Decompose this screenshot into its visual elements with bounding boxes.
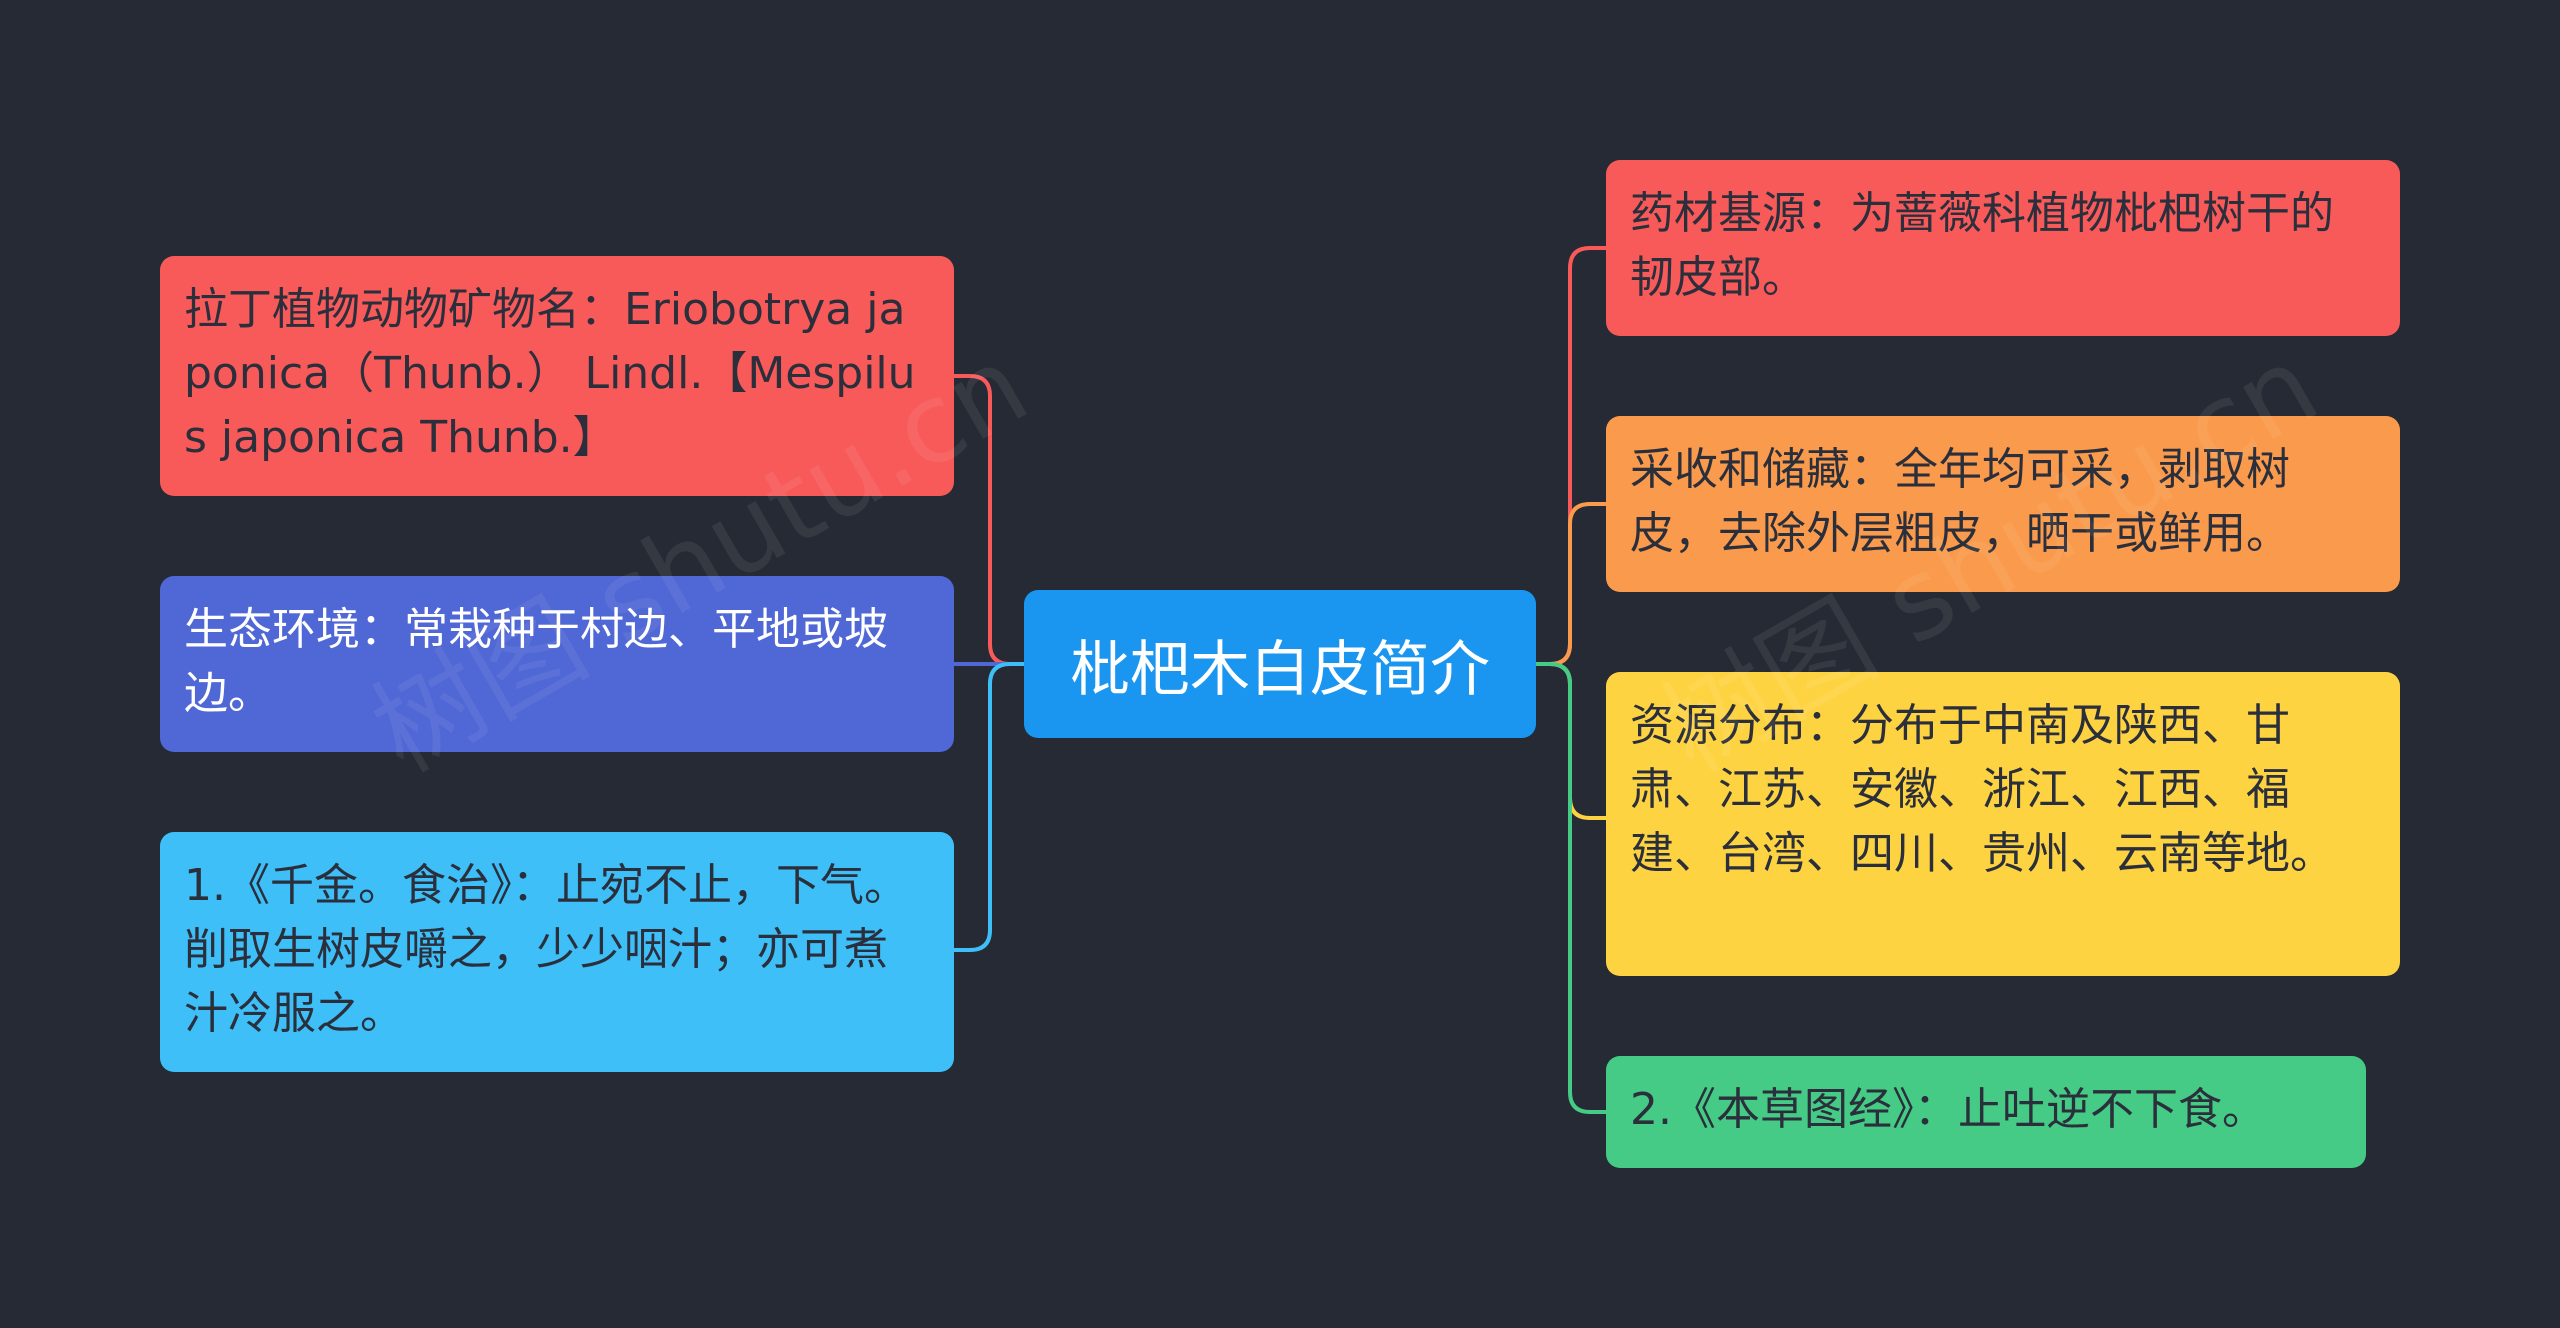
node-bencao-text: 2.《本草图经》：止吐逆不下食。: [1630, 1084, 2266, 1135]
node-source[interactable]: 药材基源：为蔷薇科植物枇杷树干的韧皮部。: [1606, 160, 2400, 336]
node-bencao[interactable]: 2.《本草图经》：止吐逆不下食。: [1606, 1056, 2366, 1168]
node-qianjin-text: 1.《千金。食治》：止宛不止，下气。削取生树皮嚼之，少少咽汁；亦可煮汁冷服之。: [184, 860, 908, 1039]
node-qianjin[interactable]: 1.《千金。食治》：止宛不止，下气。削取生树皮嚼之，少少咽汁；亦可煮汁冷服之。: [160, 832, 954, 1072]
node-ecology-text: 生态环境：常栽种于村边、平地或坡边。: [184, 604, 888, 719]
node-harvest-text: 采收和储藏：全年均可采，剥取树皮，去除外层粗皮，晒干或鲜用。: [1630, 444, 2290, 559]
node-distribution[interactable]: 资源分布：分布于中南及陕西、甘肃、江苏、安徽、浙江、江西、福建、台湾、四川、贵州…: [1606, 672, 2400, 976]
connector-right-4: [1536, 662, 1606, 1114]
central-topic-label: 枇杷木白皮简介: [1070, 634, 1490, 705]
node-latin-name-text: 拉丁植物动物矿物名：Eriobotrya japonica（Thunb.） Li…: [184, 284, 916, 463]
central-topic[interactable]: 枇杷木白皮简介: [1024, 590, 1536, 738]
node-source-text: 药材基源：为蔷薇科植物枇杷树干的韧皮部。: [1630, 188, 2334, 303]
connector-right-2: [1536, 502, 1606, 666]
node-ecology[interactable]: 生态环境：常栽种于村边、平地或坡边。: [160, 576, 954, 752]
connector-left-1: [954, 374, 1024, 666]
connector-left-3: [954, 662, 1024, 952]
node-latin-name[interactable]: 拉丁植物动物矿物名：Eriobotrya japonica（Thunb.） Li…: [160, 256, 954, 496]
node-distribution-text: 资源分布：分布于中南及陕西、甘肃、江苏、安徽、浙江、江西、福建、台湾、四川、贵州…: [1630, 700, 2334, 879]
node-harvest[interactable]: 采收和储藏：全年均可采，剥取树皮，去除外层粗皮，晒干或鲜用。: [1606, 416, 2400, 592]
